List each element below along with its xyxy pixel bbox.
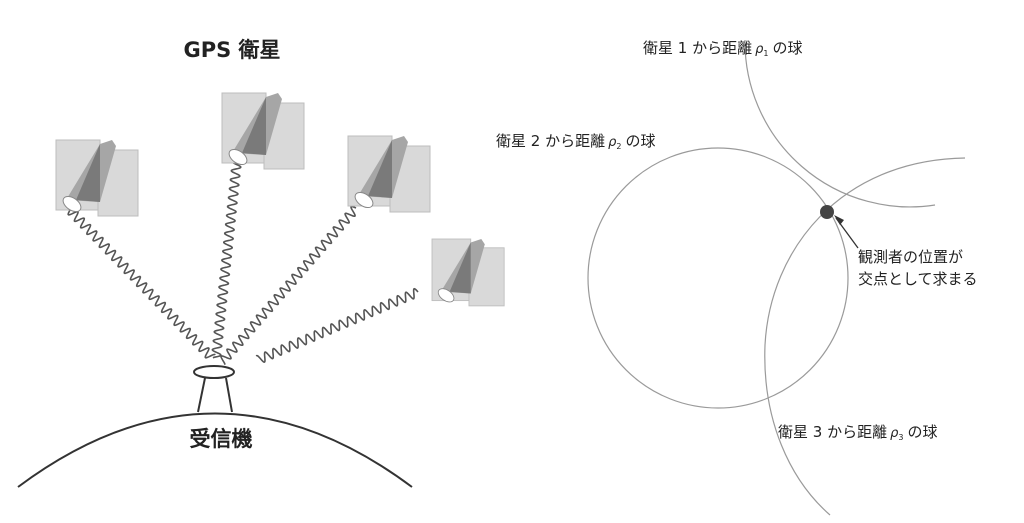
sphere-3-prefix: 衛星 3 から距離 (778, 423, 887, 441)
satellite-4 (431, 238, 505, 307)
sphere-1-prefix: 衛星 1 から距離 (643, 39, 752, 57)
pointer-arrow (834, 215, 859, 249)
sphere-2-sub: 2 (616, 142, 621, 151)
satellite-1 (55, 139, 139, 217)
sphere-2-prefix: 衛星 2 から距離 (496, 132, 605, 150)
signal-wave-2 (211, 159, 242, 359)
gps-satellite-title: GPS 衛星 (183, 38, 280, 62)
satellite-2 (221, 92, 305, 170)
intersection-point (820, 205, 834, 219)
signal-wave-4 (255, 287, 419, 364)
sphere-3-suffix: の球 (907, 423, 937, 441)
sphere-2-suffix: の球 (625, 132, 655, 150)
sphere-1-suffix: の球 (772, 39, 802, 57)
antenna-leg-right (225, 377, 233, 413)
sphere-3-rho: ρ (890, 426, 899, 441)
signal-waves (67, 159, 419, 365)
earth-surface (17, 412, 413, 488)
sphere-1-sub: 1 (763, 49, 768, 58)
receiver-label: 受信機 (190, 427, 253, 451)
sphere-3-sub: 3 (898, 433, 903, 442)
sphere-1-arc (744, 39, 936, 208)
sphere-3-arc (764, 157, 966, 516)
satellites (55, 92, 505, 307)
signal-wave-1 (67, 209, 216, 359)
observer-label-line2: 交点として求まる (858, 270, 978, 288)
satellite-3 (347, 135, 431, 213)
left-diagram: GPS 衛星 受信機 (17, 38, 505, 488)
sphere-2-rho: ρ (608, 135, 617, 150)
antenna-leg-left (197, 377, 206, 413)
signal-wave-3 (220, 205, 357, 365)
sphere-1-rho: ρ (755, 42, 764, 57)
sphere-2-circle (587, 147, 849, 409)
antenna-dish (193, 365, 235, 379)
observer-label-line1: 観測者の位置が (858, 248, 963, 266)
receiver-antenna (193, 365, 235, 413)
